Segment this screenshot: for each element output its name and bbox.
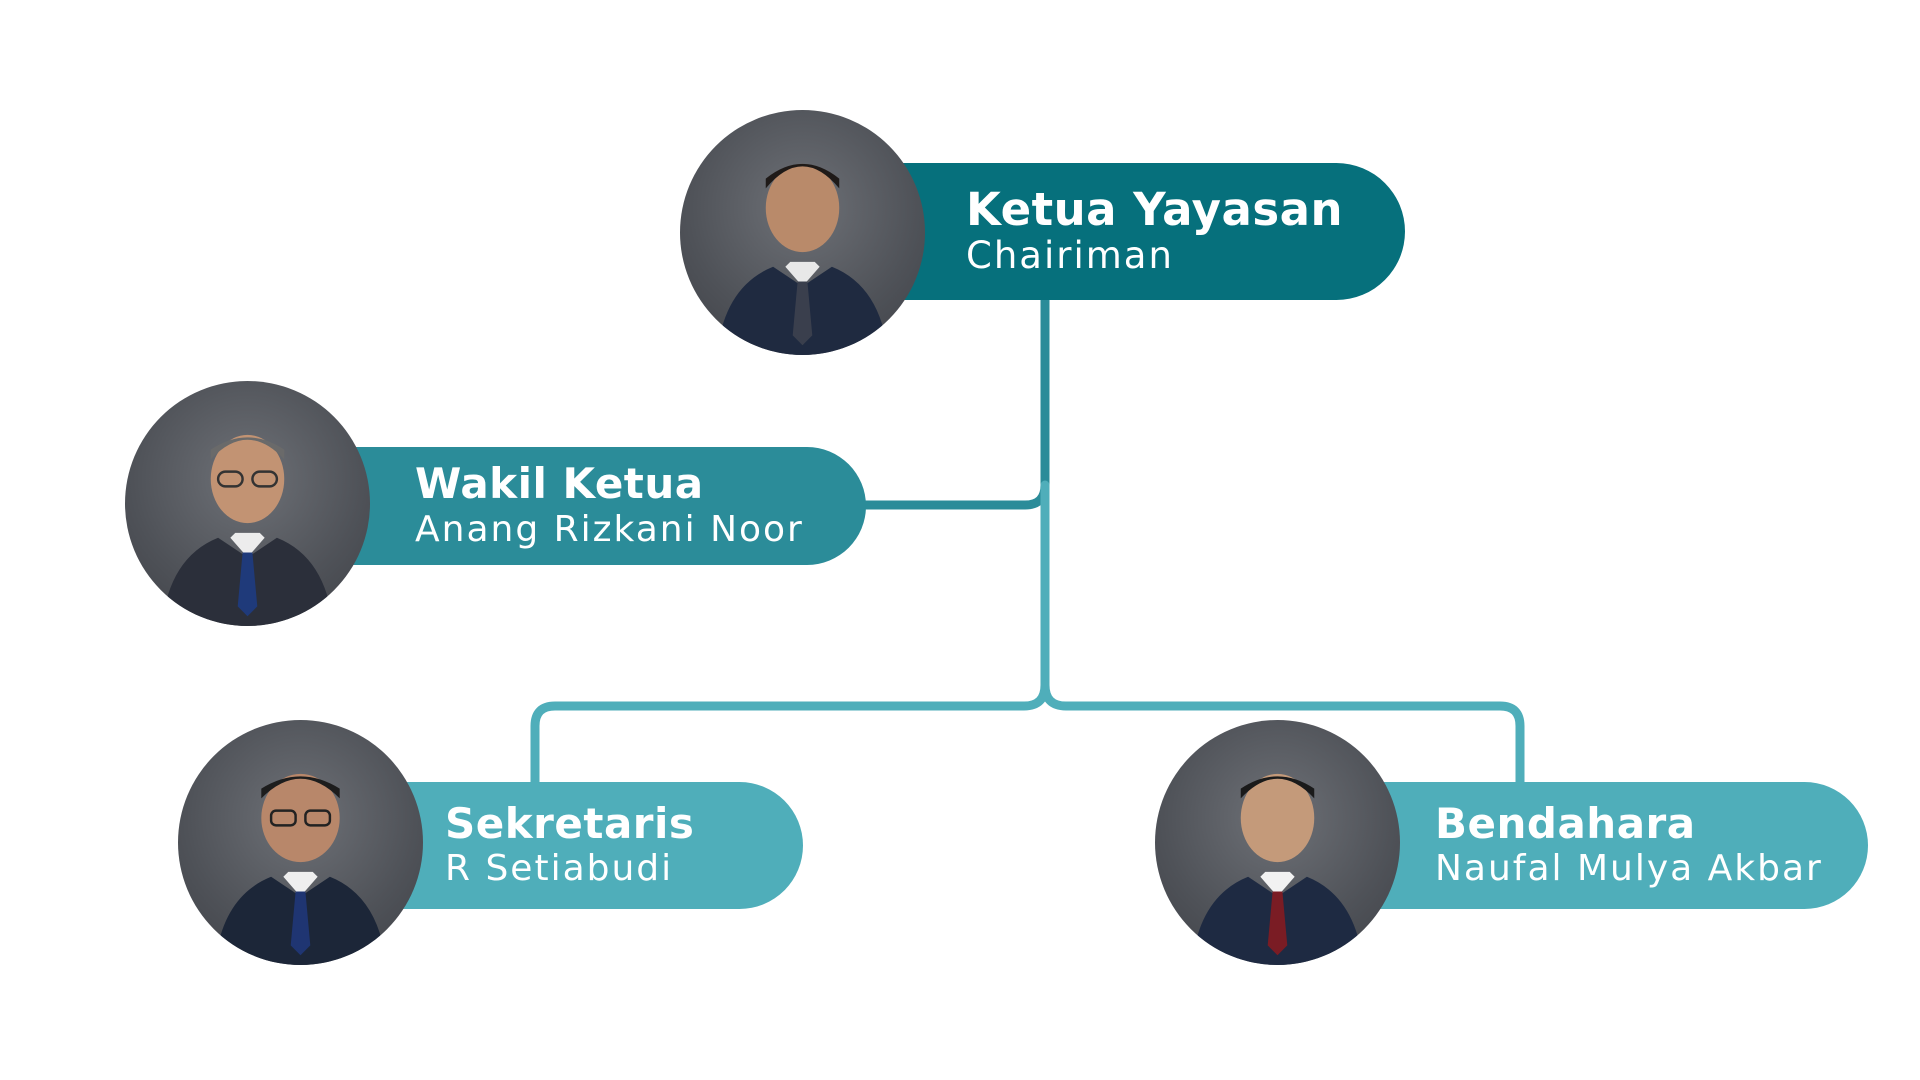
connector-chairman-to-vice bbox=[861, 295, 1050, 510]
vice-chairman-name: Anang Rizkani Noor bbox=[415, 508, 804, 550]
secretary-name: R Setiabudi bbox=[445, 848, 674, 889]
vice-chairman-role: Wakil Ketua bbox=[415, 459, 704, 509]
secretary-role: Sekretaris bbox=[445, 798, 695, 848]
connector-to-secretary bbox=[530, 680, 1050, 787]
chairman-role: Ketua Yayasan bbox=[966, 182, 1344, 236]
treasurer-role: Bendahara bbox=[1435, 798, 1696, 848]
chairman-photo-icon bbox=[680, 110, 925, 355]
vice-chairman-photo-icon bbox=[125, 381, 370, 626]
connector-to-treasurer bbox=[1040, 680, 1525, 787]
vice-chairman-label-pill: Wakil Ketua Anang Rizkani Noor bbox=[335, 447, 866, 565]
treasurer-photo-icon bbox=[1155, 720, 1400, 965]
chairman-name: Chairiman bbox=[966, 234, 1174, 278]
secretary-photo-icon bbox=[178, 720, 423, 965]
secretary-label-pill: Sekretaris R Setiabudi bbox=[385, 782, 803, 909]
treasurer-name: Naufal Mulya Akbar bbox=[1435, 848, 1823, 889]
treasurer-label-pill: Bendahara Naufal Mulya Akbar bbox=[1360, 782, 1868, 909]
chairman-label-pill: Ketua Yayasan Chairiman bbox=[870, 163, 1405, 300]
